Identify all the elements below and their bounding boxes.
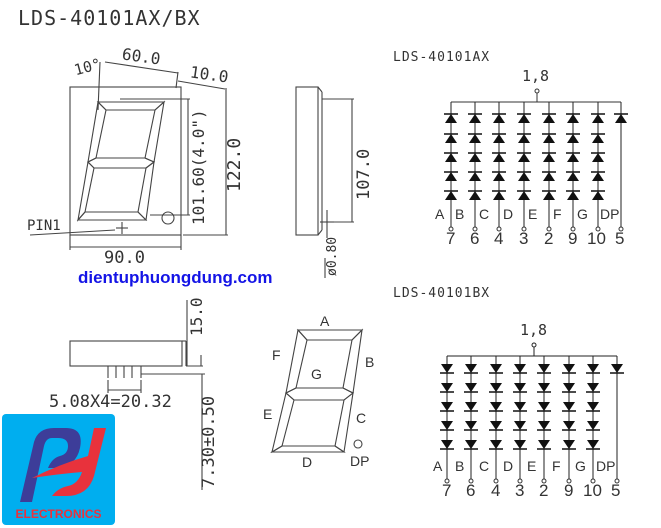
ax-pin: 7 — [446, 229, 456, 248]
bottom-package-outline — [69, 340, 183, 367]
ax-seg-c: C — [479, 206, 490, 222]
segment-label-c: C — [356, 410, 367, 426]
ax-seg-b: B — [455, 206, 465, 222]
front-digit — [76, 100, 166, 222]
logo-text: ELECTRONICS — [15, 507, 102, 521]
bx-seg-d: D — [503, 458, 514, 474]
bx-seg-a: A — [433, 458, 443, 474]
segment-label-e: E — [263, 406, 273, 422]
company-logo: ELECTRONICS — [2, 414, 115, 525]
front-package-outline — [69, 86, 182, 236]
bx-seg-dp: DP — [596, 458, 616, 474]
ax-seg-dp: DP — [600, 206, 620, 222]
bx-pin: 9 — [564, 481, 574, 500]
width-label: 90.0 — [104, 248, 145, 268]
schematic-ax-title: LDS-40101AX — [393, 50, 491, 65]
side-height-label: 107.0 — [354, 148, 374, 200]
ax-seg-e: E — [528, 206, 538, 222]
segment-label-dp: DP — [350, 453, 370, 469]
ax-seg-d: D — [503, 206, 514, 222]
bx-pin: 3 — [515, 481, 525, 500]
logo-mark-icon — [20, 428, 106, 502]
bx-seg-b: B — [455, 458, 465, 474]
ax-pin: 6 — [470, 229, 480, 248]
segment-label-f: F — [272, 347, 281, 363]
total-height-label: 122.0 — [224, 137, 245, 192]
schematic-ax-circuit — [451, 88, 621, 103]
ax-seg-f: F — [553, 206, 562, 222]
ax-pin: 10 — [587, 229, 606, 248]
pin-diameter-label: ø0.80 — [325, 236, 340, 276]
pin1-label: PIN1 — [27, 218, 61, 234]
pin-length-label: 7.30±0.50 — [199, 395, 219, 488]
side-package-outline — [295, 86, 319, 236]
bx-seg-e: E — [527, 458, 537, 474]
segment-label-d: D — [302, 454, 313, 470]
ax-seg-g: G — [577, 206, 588, 222]
bx-seg-g: G — [575, 458, 586, 474]
ax-pin: 5 — [615, 229, 625, 248]
bottom-height-label: 15.0 — [187, 297, 206, 336]
segment-diagram — [270, 328, 364, 454]
ax-pin: 9 — [568, 229, 578, 248]
pin-pitch-label: 5.08X4=20.32 — [49, 392, 172, 412]
segment-label-b: B — [365, 354, 375, 370]
ax-seg-a: A — [435, 206, 445, 222]
ax-pin: 2 — [544, 229, 554, 248]
schematic-ax-common-pin: 1,8 — [522, 67, 550, 85]
schematic-bx-diodes — [439, 363, 625, 450]
diagram-title: LDS-40101AX/BX — [18, 6, 201, 30]
bx-seg-c: C — [479, 458, 490, 474]
schematic-ax-diodes — [443, 113, 629, 201]
schematic-bx-title: LDS-40101BX — [393, 286, 491, 301]
bx-pin: 10 — [583, 481, 602, 500]
ax-pin: 3 — [519, 229, 529, 248]
bx-pin: 6 — [466, 481, 476, 500]
website-link[interactable]: dientuphuongdung.com — [78, 268, 273, 287]
ax-pin: 4 — [494, 229, 504, 248]
bx-pin: 4 — [491, 481, 501, 500]
bx-seg-f: F — [552, 458, 561, 474]
bx-pin: 5 — [611, 481, 621, 500]
schematic-bx-common-pin: 1,8 — [520, 321, 548, 339]
digit-height-label: 101.60(4.0") — [189, 109, 208, 225]
segment-label-a: A — [320, 313, 330, 329]
bx-pin: 7 — [442, 481, 452, 500]
segment-label-g: G — [311, 366, 322, 382]
bx-pin: 2 — [539, 481, 549, 500]
